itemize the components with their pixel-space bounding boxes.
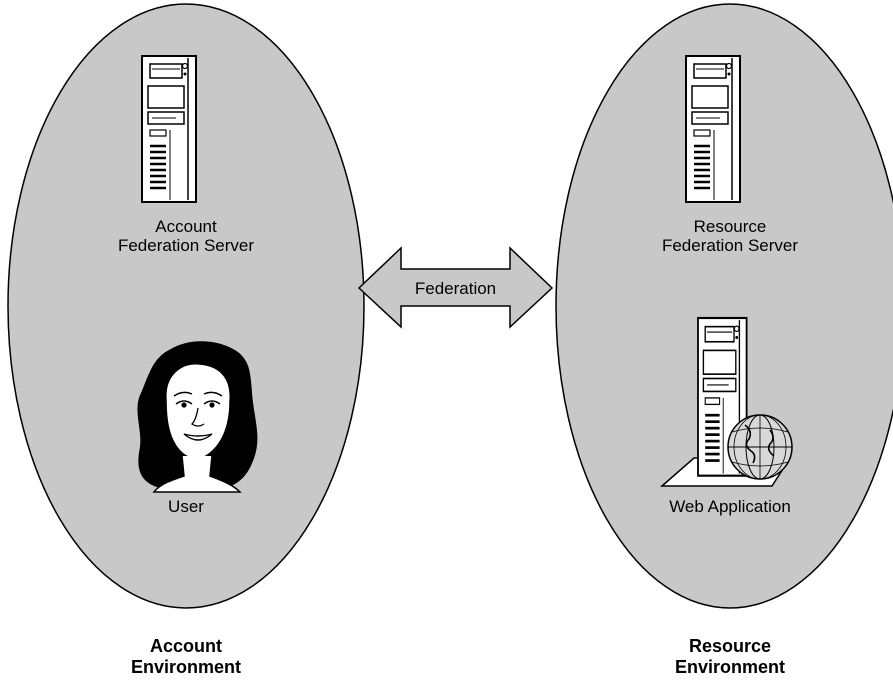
account-server-label-line2: Federation Server: [117, 236, 255, 255]
account-environment-line1: Account: [150, 636, 222, 656]
resource-environment-ellipse: [555, 3, 893, 609]
account-environment-ellipse: [7, 3, 365, 609]
resource-environment-label: Resource Environment: [655, 636, 805, 678]
server-tower-icon: [140, 54, 198, 204]
account-server-label-line1: Account: [155, 217, 217, 236]
account-environment-line2: Environment: [130, 657, 241, 677]
account-environment-label: Account Environment: [111, 636, 261, 678]
resource-server-label-line2: Federation Server: [661, 236, 799, 255]
resource-federation-server-label: Resource Federation Server: [645, 217, 815, 255]
federation-label: Federation: [401, 279, 510, 298]
web-server-globe-icon: [660, 316, 793, 487]
federation-label-text: Federation: [414, 279, 497, 298]
account-federation-server-label: Account Federation Server: [101, 217, 271, 255]
server-tower-icon: [684, 54, 742, 204]
resource-environment-line1: Resource: [688, 636, 772, 656]
web-application-label-text: Web Application: [669, 497, 791, 516]
federation-arrow: [357, 246, 554, 329]
user-label-text: User: [168, 497, 204, 516]
user-label: User: [136, 497, 236, 516]
web-application-label: Web Application: [650, 497, 810, 516]
resource-server-label-line1: Resource: [693, 217, 767, 236]
resource-environment-line2: Environment: [674, 657, 785, 677]
user-woman-icon: [137, 341, 258, 493]
